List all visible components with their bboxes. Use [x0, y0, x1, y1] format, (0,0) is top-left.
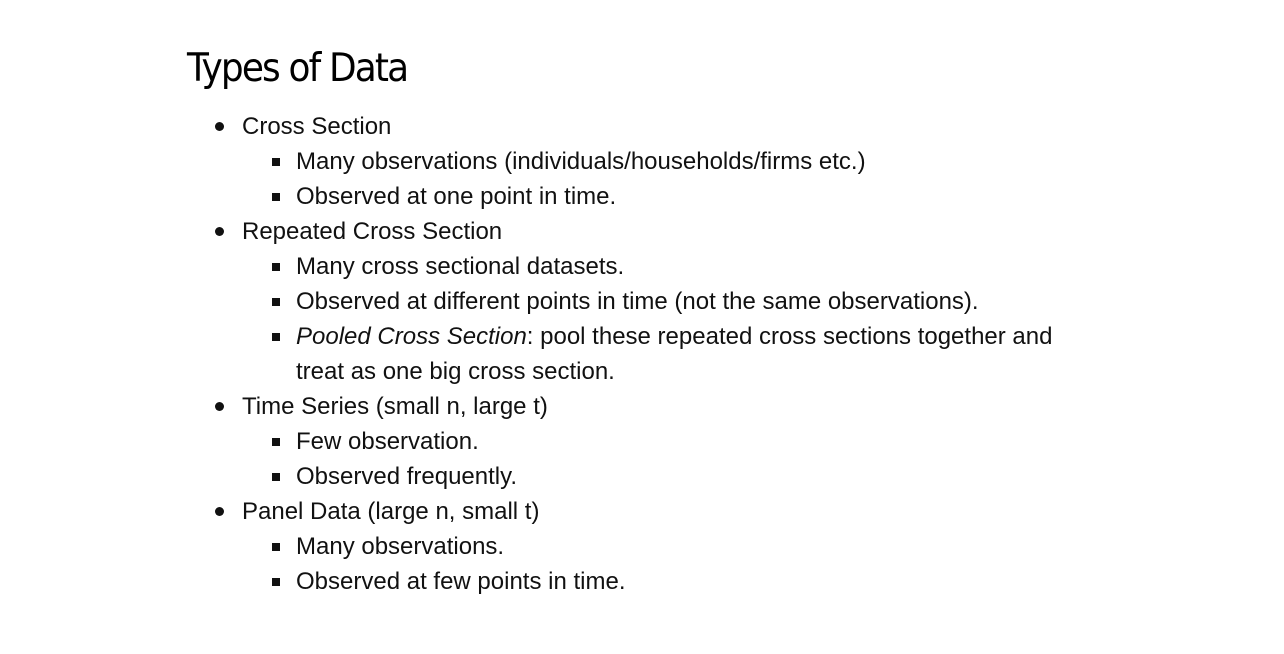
list-item-label: Repeated Cross Section: [242, 218, 503, 245]
disc-bullet-icon: [215, 507, 224, 516]
sub-list: Many cross sectional datasets. Observed …: [242, 249, 1284, 389]
pooled-cross-section-term: Pooled Cross Section: [296, 323, 527, 350]
disc-bullet-icon: [215, 227, 224, 236]
square-bullet-icon: [272, 333, 280, 341]
square-bullet-icon: [272, 578, 280, 586]
sub-list-item: Many cross sectional datasets.: [242, 249, 1106, 284]
sub-list-item: Few observation.: [242, 424, 1106, 459]
square-bullet-icon: [272, 193, 280, 201]
sub-item-text: Observed frequently.: [296, 463, 518, 490]
list-item-time-series: Time Series (small n, large t) Few obser…: [187, 389, 1284, 494]
sub-item-text: Few observation.: [296, 428, 479, 455]
sub-list: Many observations. Observed at few point…: [242, 529, 1284, 599]
square-bullet-icon: [272, 438, 280, 446]
list-item-repeated-cross-section: Repeated Cross Section Many cross sectio…: [187, 214, 1284, 389]
disc-bullet-icon: [215, 402, 224, 411]
square-bullet-icon: [272, 473, 280, 481]
sub-list-item: Observed at one point in time.: [242, 179, 1106, 214]
sub-list-item: Observed frequently.: [242, 459, 1106, 494]
sub-list-item: Observed at few points in time.: [242, 564, 1106, 599]
sub-item-text: : pool these repeated cross sections tog…: [296, 323, 1053, 385]
sub-list-item: Pooled Cross Section: pool these repeate…: [242, 319, 1106, 389]
sub-item-text: Observed at few points in time.: [296, 568, 626, 595]
data-types-list: Cross Section Many observations (individ…: [187, 109, 1284, 599]
list-item-label: Panel Data (large n, small t): [242, 498, 540, 525]
disc-bullet-icon: [215, 122, 224, 131]
sub-item-text: Many observations (individuals/household…: [296, 148, 866, 175]
sub-item-text: Many cross sectional datasets.: [296, 253, 625, 280]
sub-item-text: Observed at one point in time.: [296, 183, 617, 210]
sub-list-item: Observed at different points in time (no…: [242, 284, 1106, 319]
sub-list-item: Many observations (individuals/household…: [242, 144, 1106, 179]
square-bullet-icon: [272, 298, 280, 306]
slide-title: Types of Data: [187, 46, 409, 91]
list-item-cross-section: Cross Section Many observations (individ…: [187, 109, 1284, 214]
list-item-label: Time Series (small n, large t): [242, 393, 548, 420]
sub-item-text: Observed at different points in time (no…: [296, 288, 979, 315]
sub-list-item: Many observations.: [242, 529, 1106, 564]
sub-item-text: Many observations.: [296, 533, 505, 560]
square-bullet-icon: [272, 543, 280, 551]
list-item-panel-data: Panel Data (large n, small t) Many obser…: [187, 494, 1284, 599]
square-bullet-icon: [272, 158, 280, 166]
sub-list: Many observations (individuals/household…: [242, 144, 1284, 214]
list-item-label: Cross Section: [242, 113, 392, 140]
square-bullet-icon: [272, 263, 280, 271]
sub-list: Few observation. Observed frequently.: [242, 424, 1284, 494]
